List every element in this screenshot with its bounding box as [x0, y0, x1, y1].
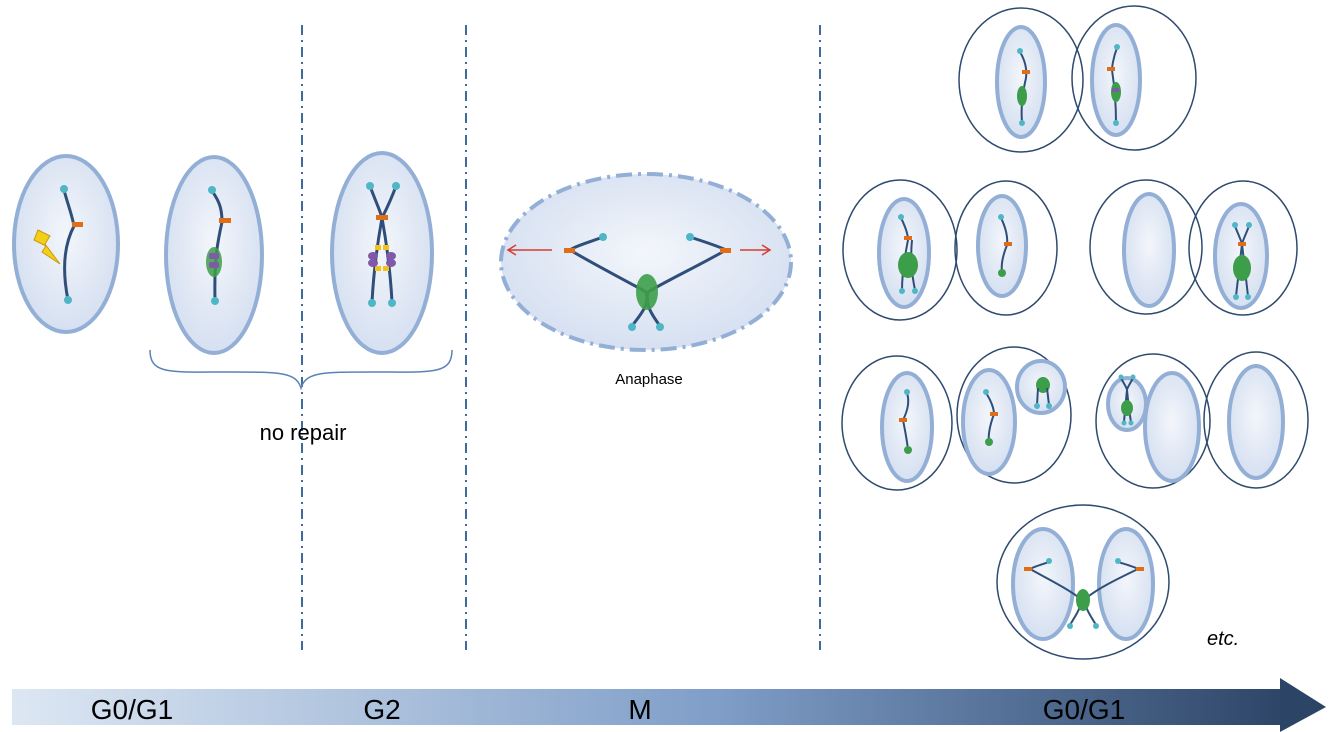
no-repair-brace — [149, 349, 453, 391]
phase-dividers — [301, 25, 821, 650]
cell-g2 — [330, 151, 434, 355]
cell-anaphase — [499, 172, 793, 352]
anaphase-label: Anaphase — [615, 371, 683, 388]
etc-label: etc. — [1207, 628, 1239, 650]
cell-g1-micronucleus — [164, 155, 264, 355]
lightning-icon — [33, 229, 61, 265]
cell-cycle-timeline: G0/G1 G2 M G0/G1 — [12, 678, 1326, 732]
cell-g1-damage — [12, 154, 120, 334]
outcome-row-3 — [841, 346, 1309, 491]
phase-label-m: M — [628, 694, 651, 725]
timeline-arrowhead — [1280, 678, 1326, 732]
outcome-row-4 — [996, 504, 1170, 660]
phase-label-g0-g1-end: G0/G1 — [1043, 694, 1125, 725]
phase-label-g0-g1-start: G0/G1 — [91, 694, 173, 725]
phase-label-g2: G2 — [363, 694, 400, 725]
outcome-row-2 — [842, 179, 1298, 321]
no-repair-label: no repair — [260, 420, 347, 445]
outcome-row-1 — [958, 5, 1197, 153]
